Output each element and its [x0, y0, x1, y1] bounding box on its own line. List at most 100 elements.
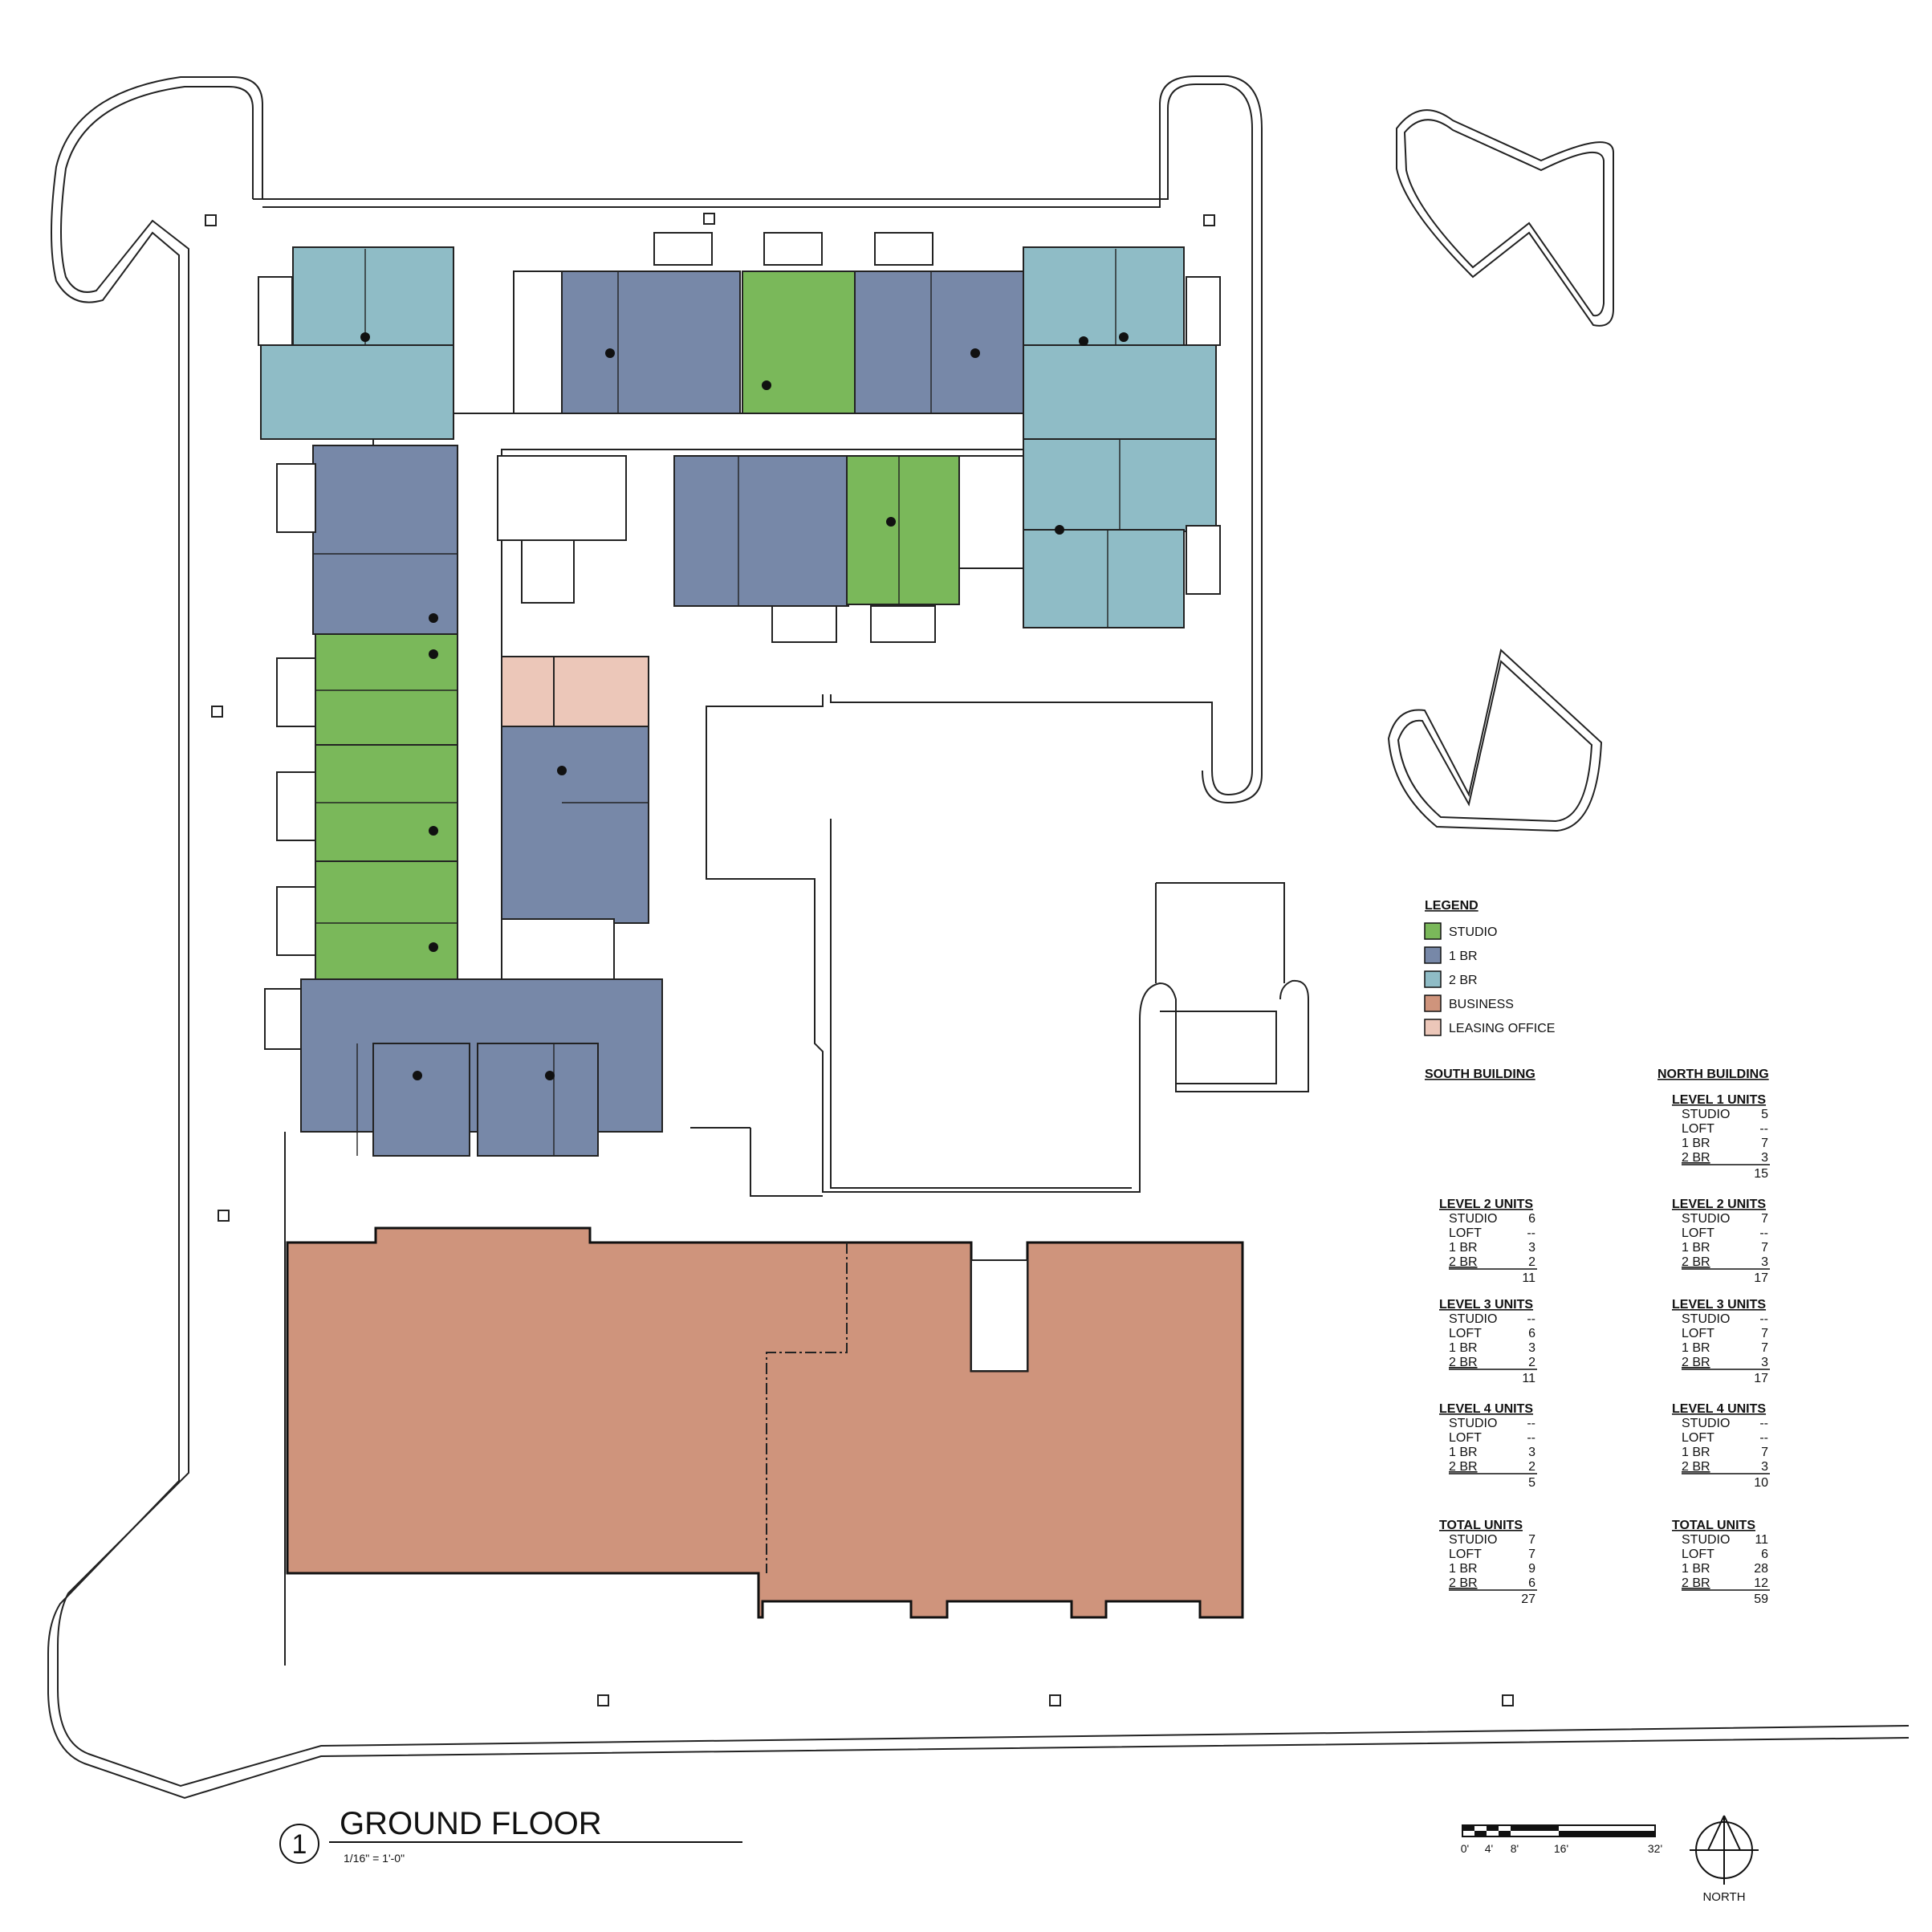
unit-2br: [260, 344, 454, 440]
units-group-title: TOTAL UNITS: [1672, 1519, 1755, 1532]
unit-1br: [673, 455, 849, 607]
units-group-total: 27: [1521, 1592, 1535, 1606]
units-row-label: LOFT: [1682, 1327, 1714, 1340]
units-group-total: 17: [1754, 1271, 1768, 1285]
units-row-label: LOFT: [1682, 1122, 1714, 1136]
units-row-value: 6: [1761, 1548, 1768, 1561]
legend-swatch-leasing: [1424, 1019, 1442, 1036]
units-row-label: STUDIO: [1449, 1417, 1497, 1430]
units-row-value: 3: [1761, 1255, 1768, 1269]
units-row-label: STUDIO: [1682, 1533, 1730, 1547]
units-row-label: STUDIO: [1682, 1417, 1730, 1430]
unit-1br: [561, 270, 741, 414]
units-row-label: 2 BR: [1449, 1576, 1478, 1590]
unit-1br: [854, 270, 1024, 414]
scale-tick-label: 4': [1485, 1842, 1493, 1855]
units-row-value: 3: [1528, 1241, 1535, 1255]
units-row-label: LOFT: [1682, 1226, 1714, 1240]
units-row-value: 12: [1754, 1576, 1768, 1590]
units-row-value: 9: [1528, 1562, 1535, 1576]
units-row-value: 3: [1528, 1341, 1535, 1355]
scale-tick-label: 0': [1461, 1842, 1469, 1855]
unit-1br: [501, 726, 649, 924]
units-row-value: --: [1527, 1431, 1535, 1445]
units-group-title: LEVEL 2 UNITS: [1439, 1198, 1533, 1211]
units-row-label: 1 BR: [1682, 1446, 1710, 1459]
units-group-total: 10: [1754, 1476, 1768, 1490]
units-group-total: 17: [1754, 1372, 1768, 1385]
unit-1br: [372, 1043, 470, 1157]
units-row-label: LOFT: [1682, 1548, 1714, 1561]
unit-2br: [1023, 529, 1185, 628]
units-row-label: 2 BR: [1682, 1460, 1710, 1474]
units-row-label: 1 BR: [1449, 1341, 1478, 1355]
unit-1br: [477, 1043, 599, 1157]
legend-swatch-studio: [1424, 922, 1442, 940]
leasing-office: [501, 656, 649, 727]
units-row-value: --: [1759, 1122, 1768, 1136]
units-row-label: 1 BR: [1449, 1562, 1478, 1576]
legend-heading: LEGEND: [1425, 899, 1478, 913]
units-group-title: LEVEL 4 UNITS: [1439, 1402, 1533, 1416]
units-row-label: LOFT: [1449, 1431, 1482, 1445]
scale-tick-label: 32': [1648, 1842, 1662, 1855]
units-row-value: 7: [1761, 1137, 1768, 1150]
units-row-value: --: [1759, 1417, 1768, 1430]
units-row-label: STUDIO: [1682, 1212, 1730, 1226]
units-group-total: 11: [1522, 1271, 1535, 1285]
units-row-label: STUDIO: [1682, 1108, 1730, 1121]
site-markers: [205, 213, 1514, 1706]
north-building-heading: NORTH BUILDING: [1657, 1068, 1769, 1081]
units-row-value: 7: [1528, 1548, 1535, 1561]
units-row-value: 5: [1761, 1108, 1768, 1121]
drawing-title-text: GROUND FLOOR: [340, 1806, 602, 1841]
units-row-value: 2: [1528, 1356, 1535, 1369]
units-group-total: 15: [1754, 1167, 1768, 1181]
units-row-label: LOFT: [1449, 1226, 1482, 1240]
units-row-value: 7: [1761, 1327, 1768, 1340]
units-row-label: 2 BR: [1682, 1576, 1710, 1590]
balconies: [258, 232, 1221, 1050]
units-group-title: LEVEL 3 UNITS: [1672, 1298, 1766, 1312]
units-row-label: 2 BR: [1449, 1356, 1478, 1369]
units-row-label: STUDIO: [1449, 1312, 1497, 1326]
drawing-title: 1 GROUND FLOOR 1/16" = 1'-0": [279, 1806, 742, 1865]
units-row-value: 28: [1754, 1562, 1768, 1576]
units-row-value: 3: [1761, 1151, 1768, 1165]
units-group-title: LEVEL 1 UNITS: [1672, 1093, 1766, 1107]
units-row-label: STUDIO: [1449, 1212, 1497, 1226]
units-row-label: 1 BR: [1682, 1562, 1710, 1576]
legend-label-two_br: 2 BR: [1449, 974, 1478, 987]
unit-2br: [292, 246, 454, 348]
units-row-label: 1 BR: [1682, 1137, 1710, 1150]
units-row-label: 1 BR: [1449, 1446, 1478, 1459]
unit-2br: [1023, 344, 1217, 440]
units-row-value: 2: [1528, 1255, 1535, 1269]
units-row-value: --: [1759, 1312, 1768, 1326]
units-row-label: STUDIO: [1682, 1312, 1730, 1326]
unit-1br: [312, 445, 458, 635]
units-group-title: LEVEL 4 UNITS: [1672, 1402, 1766, 1416]
units-row-value: 11: [1755, 1533, 1768, 1547]
units-group-total: 11: [1522, 1372, 1535, 1385]
units-row-label: LOFT: [1449, 1548, 1482, 1561]
legend-label-leasing: LEASING OFFICE: [1449, 1022, 1555, 1035]
site-outline: [47, 75, 1910, 1800]
unit-studio: [315, 860, 458, 980]
units-row-value: 3: [1761, 1356, 1768, 1369]
drawing-number-circle: [279, 1824, 319, 1864]
business-space: [286, 1226, 1244, 1619]
scale-bar: 0'4'8'16'32': [1461, 1824, 1662, 1855]
units-group-total: 59: [1754, 1592, 1768, 1606]
units-row-label: LOFT: [1449, 1327, 1482, 1340]
units-row-value: 6: [1528, 1327, 1535, 1340]
units-row-value: 3: [1528, 1446, 1535, 1459]
units-row-value: 7: [1761, 1446, 1768, 1459]
south-building: [286, 1226, 1244, 1619]
units-row-label: 2 BR: [1449, 1460, 1478, 1474]
drawing-number: 1: [292, 1829, 307, 1860]
south-building-heading: SOUTH BUILDING: [1425, 1068, 1535, 1081]
